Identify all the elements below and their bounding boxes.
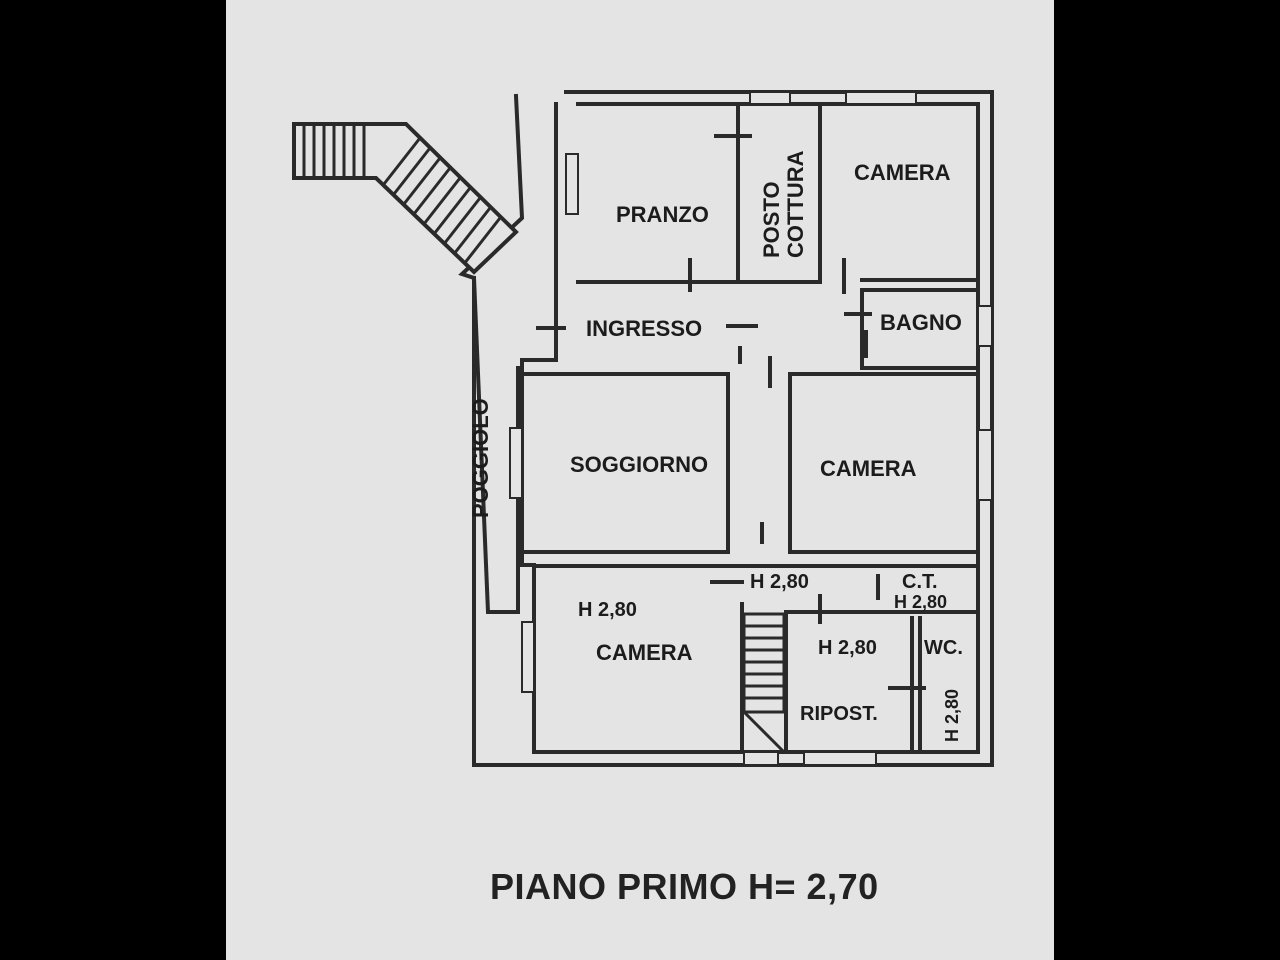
plan-caption: PIANO PRIMO H= 2,70: [490, 866, 879, 907]
label-wc: WC.: [924, 637, 963, 659]
inner-outer-wall: [520, 102, 980, 754]
door-marks: [536, 134, 926, 690]
label-camera-bottom: CAMERA: [596, 640, 693, 665]
label-height-corridor: H 2,80: [750, 571, 809, 593]
label-camera-top: CAMERA: [854, 160, 951, 185]
floor-plan-drawing: PRANZO POSTO COTTURA CAMERA INGRESSO BAG…: [292, 90, 994, 767]
label-height-ripost: H 2,80: [818, 637, 877, 659]
label-height-camera-bottom: H 2,80: [578, 599, 637, 621]
label-ripost: RIPOST.: [800, 703, 878, 725]
external-staircase: [292, 122, 519, 275]
label-ct: C.T.: [902, 571, 938, 593]
internal-staircase: [742, 612, 786, 754]
floor-plan-sheet: PRANZO POSTO COTTURA CAMERA INGRESSO BAG…: [226, 0, 1054, 960]
windows: [509, 91, 993, 766]
label-posto: POSTO: [759, 181, 784, 258]
label-height-wc: H 2,80: [942, 689, 962, 742]
label-poggiolo: POGGIOLO: [468, 398, 493, 518]
label-ingresso: INGRESSO: [586, 316, 702, 341]
label-height-ct: H 2,80: [894, 592, 947, 612]
label-cottura: COTTURA: [783, 150, 808, 258]
label-camera-mid: CAMERA: [820, 456, 917, 481]
label-bagno: BAGNO: [880, 310, 962, 335]
label-soggiorno: SOGGIORNO: [570, 452, 708, 477]
label-pranzo: PRANZO: [616, 202, 709, 227]
